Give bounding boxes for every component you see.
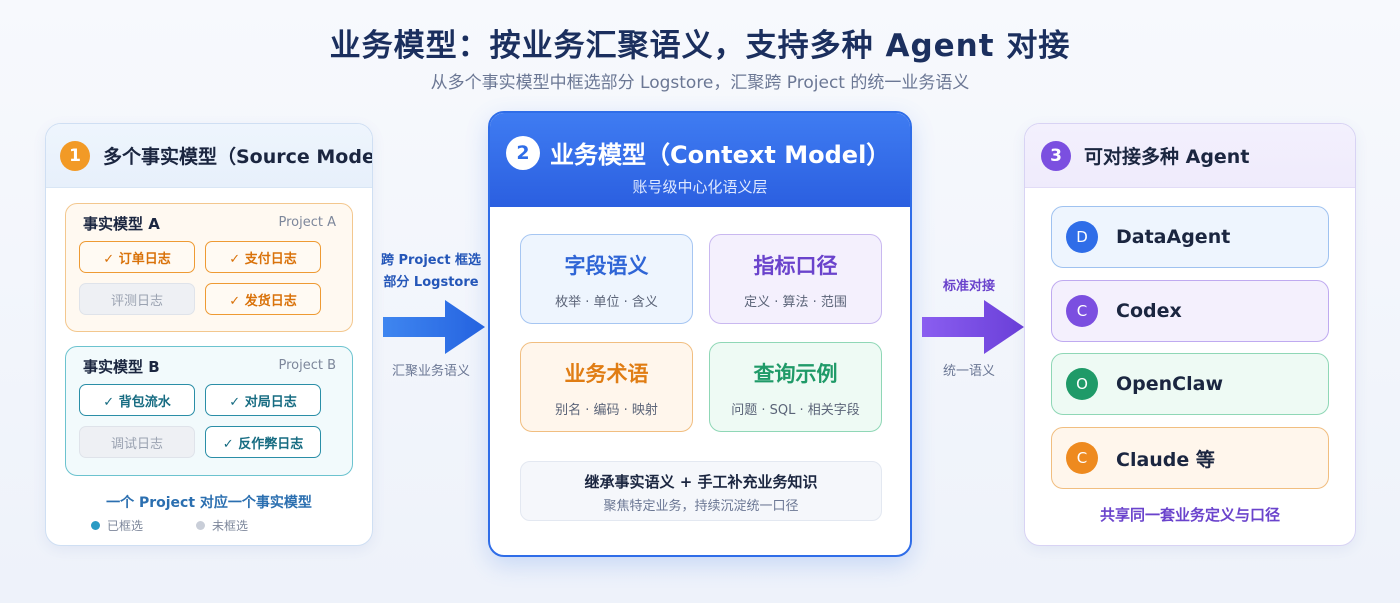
card-subtitle: 定义 · 算法 · 范围 [744, 295, 847, 310]
card-subtitle: 枚举 · 单位 · 含义 [555, 295, 658, 310]
page-title: 业务模型：按业务汇聚语义，支持多种 Agent 对接 [329, 28, 1071, 64]
legend-unselected-label: 未框选 [212, 519, 249, 533]
project-label: Project A [278, 215, 336, 230]
agent-panel-title: 可对接多种 Agent [1084, 146, 1250, 168]
card-metric-definition: 指标口径 定义 · 算法 · 范围 [709, 234, 882, 324]
logstore-chip-selected[interactable]: ✓ 发货日志 [205, 283, 321, 315]
card-title: 业务术语 [564, 362, 649, 386]
logstore-chip-selected[interactable]: ✓ 支付日志 [205, 241, 321, 273]
page-subtitle: 从多个事实模型中框选部分 Logstore，汇聚跨 Project 的统一业务语… [430, 73, 970, 93]
agent-name: OpenClaw [1116, 373, 1223, 395]
card-title: 查询示例 [753, 362, 838, 386]
context-model-title: 业务模型（Context Model） [550, 141, 891, 169]
agent-item-openclaw[interactable]: O OpenClaw [1051, 353, 1329, 415]
legend-selected-label: 已框选 [107, 519, 144, 533]
agent-avatar: O [1066, 368, 1098, 400]
source-model-footnote: 一个 Project 对应一个事实模型 [106, 495, 312, 511]
inherit-subtitle: 聚焦特定业务，持续沉淀统一口径 [603, 499, 799, 514]
card-field-semantics: 字段语义 枚举 · 单位 · 含义 [520, 234, 693, 324]
logstore-chip-selected[interactable]: ✓ 对局日志 [205, 384, 321, 416]
context-model-panel: 2 业务模型（Context Model） 账号级中心化语义层 字段语义 枚举 … [488, 111, 912, 557]
context-model-header: 2 业务模型（Context Model） 账号级中心化语义层 [490, 113, 910, 207]
agent-panel: 3 可对接多种 Agent D DataAgent C Codex O Open… [1024, 123, 1356, 546]
legend-unselected: 未框选 [196, 517, 248, 534]
step-number-badge: 2 [506, 135, 540, 170]
agent-avatar: C [1066, 295, 1098, 327]
logstore-chip-selected[interactable]: ✓ 订单日志 [79, 241, 195, 273]
agent-panel-header: 3 可对接多种 Agent [1025, 124, 1355, 188]
card-title: 指标口径 [753, 254, 838, 278]
card-subtitle: 别名 · 编码 · 映射 [555, 403, 658, 418]
unselected-dot-icon [196, 521, 205, 530]
card-query-examples: 查询示例 问题 · SQL · 相关字段 [709, 342, 882, 432]
fact-model-a: 事实模型 A Project A ✓ 订单日志 ✓ 支付日志 评测日志 ✓ 发货… [65, 203, 353, 332]
step-number-badge: 1 [60, 140, 90, 171]
agent-name: Claude 等 [1116, 448, 1215, 471]
agent-panel-footnote: 共享同一套业务定义与口径 [1099, 506, 1280, 524]
card-title: 字段语义 [564, 254, 649, 278]
arrow1-note: 汇聚业务语义 [391, 364, 470, 379]
agent-item-codex[interactable]: C Codex [1051, 280, 1329, 342]
card-business-terms: 业务术语 别名 · 编码 · 映射 [520, 342, 693, 432]
logstore-chip-unselected[interactable]: 评测日志 [79, 283, 195, 315]
legend-selected: 已框选 [91, 517, 143, 534]
right-arrow-icon [383, 300, 485, 354]
inherit-box: 继承事实语义 + 手工补充业务知识 聚焦特定业务，持续沉淀统一口径 [520, 461, 882, 521]
arrow1-label: 跨 Project 框选 部分 Logstore [376, 250, 486, 294]
project-label: Project B [278, 358, 336, 373]
agent-item-dataagent[interactable]: D DataAgent [1051, 206, 1329, 268]
fact-model-title: 事实模型 B [83, 358, 160, 376]
fact-model-b: 事实模型 B Project B ✓ 背包流水 ✓ 对局日志 调试日志 ✓ 反作… [65, 346, 353, 476]
arrow2-note: 统一语义 [942, 364, 995, 379]
step-number-badge: 3 [1041, 140, 1071, 171]
right-arrow-icon [922, 300, 1024, 354]
context-model-subtitle: 账号级中心化语义层 [632, 178, 768, 196]
agent-avatar: C [1066, 442, 1098, 474]
source-model-title: 多个事实模型（Source Model） [103, 146, 373, 168]
agent-avatar: D [1066, 221, 1098, 253]
selected-dot-icon [91, 521, 100, 530]
arrow1-label-line1: 跨 Project 框选 [380, 253, 482, 268]
agent-name: DataAgent [1116, 226, 1231, 248]
logstore-chip-unselected[interactable]: 调试日志 [79, 426, 195, 458]
card-subtitle: 问题 · SQL · 相关字段 [731, 403, 860, 418]
source-model-header: 1 多个事实模型（Source Model） [46, 124, 372, 188]
logstore-chip-selected[interactable]: ✓ 反作弊日志 [205, 426, 321, 458]
arrow1-label-line2: 部分 Logstore [383, 275, 479, 290]
inherit-title: 继承事实语义 + 手工补充业务知识 [584, 473, 818, 491]
source-model-panel: 1 多个事实模型（Source Model） 事实模型 A Project A … [45, 123, 373, 546]
agent-item-claude[interactable]: C Claude 等 [1051, 427, 1329, 489]
arrow2-label: 标准对接 [942, 279, 995, 294]
fact-model-title: 事实模型 A [83, 215, 160, 233]
agent-name: Codex [1116, 300, 1182, 322]
logstore-chip-selected[interactable]: ✓ 背包流水 [79, 384, 195, 416]
